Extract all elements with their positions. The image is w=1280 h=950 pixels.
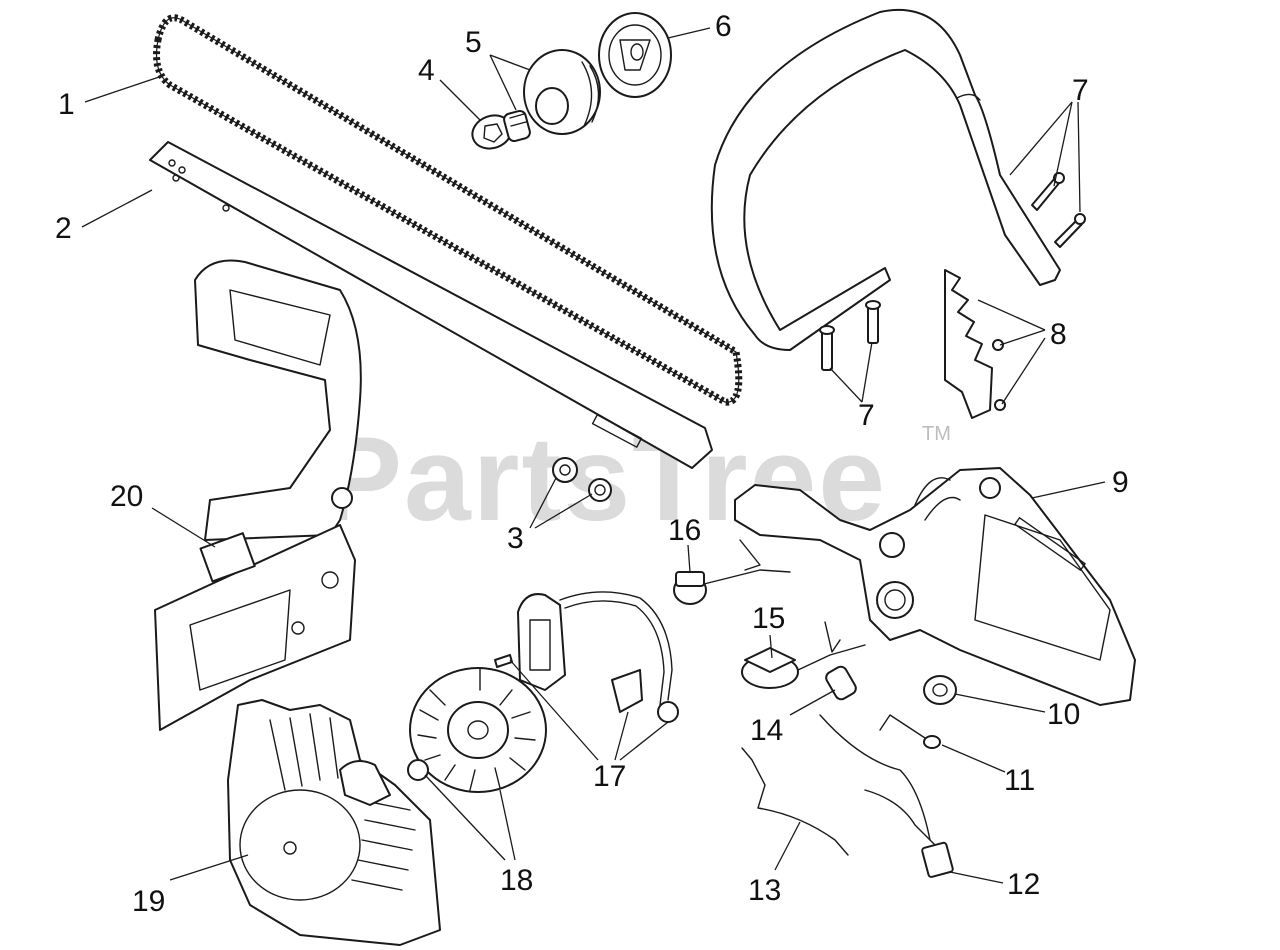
bumper-spike[interactable]	[944, 269, 1006, 419]
callout-12: 12	[1007, 868, 1040, 901]
callout-14: 14	[750, 714, 783, 747]
callout-8: 8	[1050, 318, 1067, 351]
callout-7-top: 7	[1072, 74, 1089, 107]
handle-screw[interactable]	[819, 325, 835, 371]
callout-16: 16	[668, 514, 701, 547]
front-handle[interactable]	[710, 8, 1061, 351]
callout-1: 1	[58, 88, 75, 121]
callout-6: 6	[715, 10, 732, 43]
fuel-cap[interactable]	[673, 539, 791, 605]
sprocket-rim[interactable]	[468, 110, 517, 154]
callout-13: 13	[748, 874, 781, 907]
callout-20: 20	[110, 480, 143, 513]
callout-2: 2	[55, 212, 72, 245]
throttle-wire[interactable]	[741, 747, 849, 856]
leader-lines	[81, 27, 1106, 884]
crankcase-housing[interactable]	[734, 467, 1136, 706]
bar-nut[interactable]	[552, 457, 578, 483]
grommet[interactable]	[923, 675, 957, 705]
ignition-module[interactable]	[494, 591, 679, 723]
callout-5: 5	[465, 26, 482, 59]
callout-17: 17	[593, 760, 626, 793]
callout-15: 15	[752, 602, 785, 635]
saw-chain[interactable]	[153, 14, 743, 406]
handle-screw[interactable]	[1031, 172, 1065, 211]
clutch-drum[interactable]	[503, 49, 601, 143]
handle-screw[interactable]	[1054, 213, 1086, 248]
bar-nut[interactable]	[588, 478, 612, 502]
callout-7-bottom: 7	[858, 399, 875, 432]
stop-switch[interactable]	[819, 714, 954, 878]
fuel-filter[interactable]	[824, 665, 858, 702]
flywheel-nut[interactable]	[407, 759, 429, 781]
chain-brake-handguard[interactable]	[154, 259, 362, 731]
starter-housing[interactable]	[227, 699, 441, 946]
callout-19: 19	[132, 885, 165, 918]
callout-10: 10	[1047, 698, 1080, 731]
callout-4: 4	[418, 54, 435, 87]
callout-11: 11	[1004, 764, 1035, 797]
guide-bar[interactable]	[149, 141, 713, 469]
flywheel[interactable]	[409, 667, 547, 793]
callout-9: 9	[1112, 466, 1129, 499]
oil-cap[interactable]	[741, 621, 866, 689]
handle-screw[interactable]	[865, 300, 881, 344]
clutch[interactable]	[598, 12, 672, 98]
callout-3: 3	[507, 522, 524, 555]
callout-labels: 1 2 3 4 5 6 7 7 8 9 10 11 12 13 14 15 16…	[55, 10, 1129, 918]
throttle-rod[interactable]	[879, 714, 941, 749]
callout-18: 18	[500, 864, 533, 897]
watermark-trademark: TM	[922, 423, 951, 445]
